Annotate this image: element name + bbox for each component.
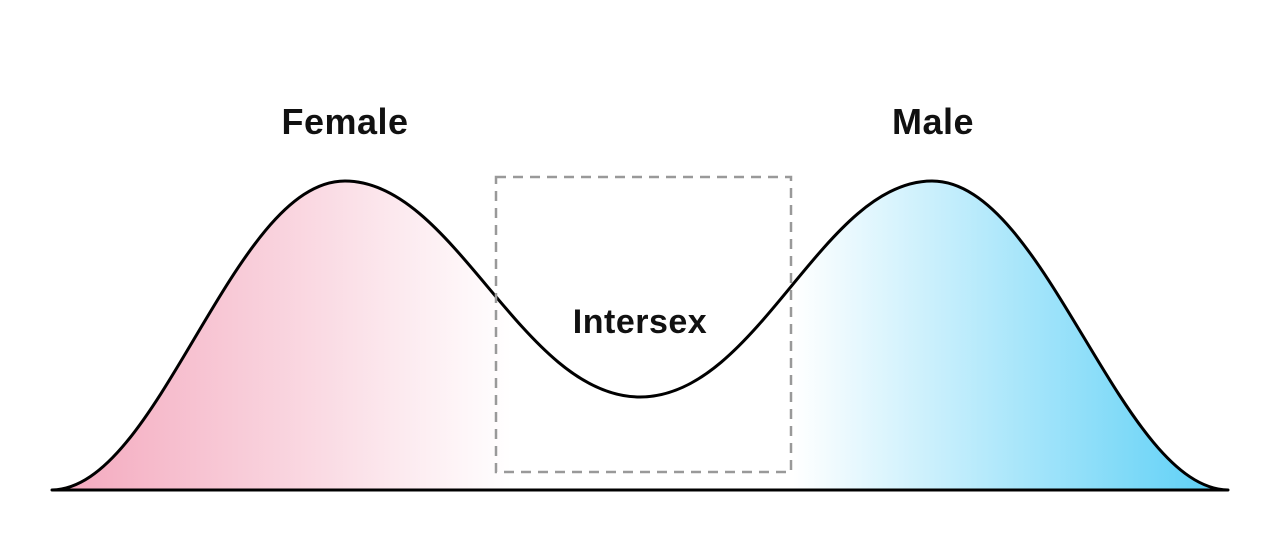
intersex-region-box <box>494 175 793 474</box>
male-label: Male <box>892 101 974 142</box>
female-label: Female <box>281 101 408 142</box>
intersex-label: Intersex <box>573 303 707 341</box>
bimodal-curve <box>50 179 1230 492</box>
